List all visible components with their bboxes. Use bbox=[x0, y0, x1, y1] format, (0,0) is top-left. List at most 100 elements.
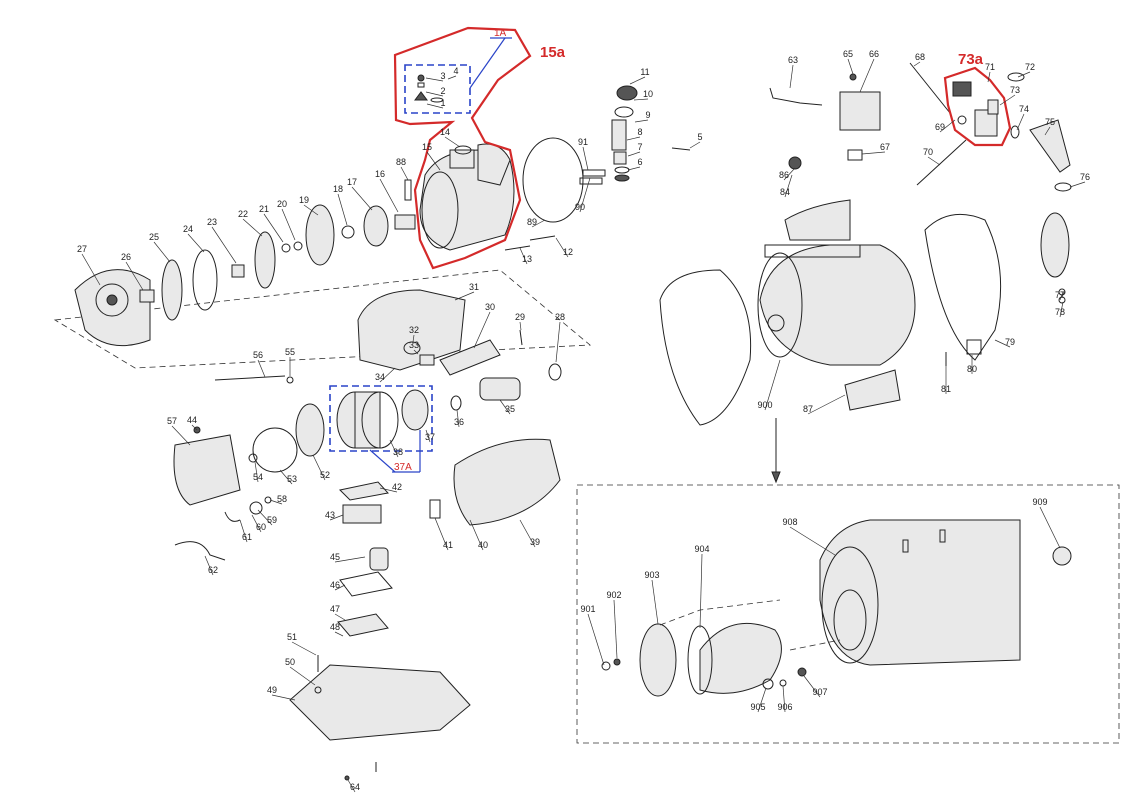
part-number: 17 bbox=[347, 177, 357, 187]
part-number: 906 bbox=[777, 702, 792, 712]
part-number: 68 bbox=[915, 52, 925, 62]
part-label: 61 bbox=[239, 519, 252, 543]
part-number: 55 bbox=[285, 347, 295, 357]
part-number: 79 bbox=[1005, 337, 1015, 347]
outline-15a bbox=[393, 26, 532, 270]
part-22 bbox=[254, 231, 276, 289]
part-49-base bbox=[289, 664, 471, 741]
part-66-pressure-switch bbox=[839, 91, 881, 131]
part-label: 23 bbox=[207, 217, 237, 264]
part-number: 91 bbox=[578, 137, 588, 147]
part-label: 84 bbox=[780, 174, 793, 198]
part-number: 37 bbox=[425, 432, 435, 442]
part-number: 26 bbox=[121, 252, 131, 262]
part-label: 64 bbox=[347, 779, 360, 793]
part-label: 8 bbox=[626, 127, 643, 141]
part-number: 47 bbox=[330, 604, 340, 614]
part-label: 70 bbox=[923, 147, 941, 166]
part-label: 40 bbox=[469, 519, 488, 551]
part-number: 10 bbox=[643, 89, 653, 99]
part-number: 41 bbox=[443, 540, 453, 550]
motor-assembly bbox=[173, 289, 562, 781]
part-label: 903 bbox=[644, 570, 660, 625]
part-label: 47 bbox=[330, 604, 346, 621]
part-number: 50 bbox=[285, 657, 295, 667]
part-number: 40 bbox=[478, 540, 488, 550]
part-number: 901 bbox=[580, 604, 595, 614]
part-number: 86 bbox=[779, 170, 789, 180]
part-label: 69 bbox=[935, 119, 956, 133]
highlight-outlines bbox=[329, 26, 1012, 473]
part-number: 23 bbox=[207, 217, 217, 227]
part-label: 43 bbox=[325, 510, 344, 521]
part-label: 46 bbox=[330, 580, 346, 591]
part-number: 58 bbox=[277, 494, 287, 504]
part-label: 22 bbox=[238, 209, 263, 237]
part-label: 90 bbox=[575, 177, 591, 213]
part-number: 74 bbox=[1019, 104, 1029, 114]
part-number: 89 bbox=[527, 217, 537, 227]
part-number: 48 bbox=[330, 622, 340, 632]
part-label: 79 bbox=[994, 337, 1015, 348]
part-number: 49 bbox=[267, 685, 277, 695]
part-number: 6 bbox=[637, 157, 642, 167]
part-label: 68 bbox=[913, 52, 925, 67]
part-number: 44 bbox=[187, 415, 197, 425]
part-number: 14 bbox=[440, 127, 450, 137]
part-15-pump-housing bbox=[419, 143, 515, 251]
part-number: 45 bbox=[330, 552, 340, 562]
part-number: 909 bbox=[1032, 497, 1047, 507]
pump-assembly bbox=[53, 74, 691, 369]
part-label: 31 bbox=[454, 282, 479, 301]
part-53-fan bbox=[252, 427, 298, 473]
part-label: 909 bbox=[1032, 497, 1061, 549]
part-label: 28 bbox=[555, 312, 565, 363]
tank-assembly bbox=[576, 62, 1120, 744]
part-number: 21 bbox=[259, 204, 269, 214]
part-number: 72 bbox=[1025, 62, 1035, 72]
priming-plug-stack bbox=[611, 85, 638, 182]
callout-37A: 37A bbox=[394, 462, 412, 473]
part-43-terminal-box bbox=[342, 504, 382, 524]
part-label: 12 bbox=[555, 237, 573, 258]
part-label: 24 bbox=[183, 224, 205, 253]
part-number: 77 bbox=[1055, 290, 1065, 300]
part-label: 908 bbox=[782, 517, 836, 556]
part-number: 35 bbox=[505, 404, 515, 414]
part-label: 907 bbox=[803, 675, 828, 698]
part-number: 88 bbox=[396, 157, 406, 167]
part-number: 53 bbox=[287, 474, 297, 484]
part-label: 66 bbox=[859, 49, 879, 93]
part-number: 907 bbox=[812, 687, 827, 697]
part-number: 16 bbox=[375, 169, 385, 179]
part-label: 76 bbox=[1069, 172, 1090, 188]
part-number: 25 bbox=[149, 232, 159, 242]
part-number: 9 bbox=[645, 110, 650, 120]
part-73a-fitting bbox=[952, 81, 999, 137]
part-label: 20 bbox=[277, 199, 296, 241]
part-number: 28 bbox=[555, 312, 565, 322]
outline-1A bbox=[404, 64, 471, 114]
part-number: 59 bbox=[267, 515, 277, 525]
part-label: 74 bbox=[1016, 104, 1029, 131]
part-number: 24 bbox=[183, 224, 193, 234]
part-number: 73 bbox=[1010, 85, 1020, 95]
part-35-capacitor bbox=[479, 377, 521, 401]
part-label: 16 bbox=[375, 169, 399, 213]
part-label: 37 bbox=[425, 429, 435, 443]
part-label: 49 bbox=[267, 685, 296, 701]
callout-73a: 73a bbox=[958, 51, 984, 68]
part-1A-check-valve bbox=[414, 74, 444, 103]
part-label: 35 bbox=[499, 399, 515, 415]
part-label: 81 bbox=[941, 366, 951, 394]
part-label: 904 bbox=[694, 544, 710, 629]
part-number: 69 bbox=[935, 122, 945, 132]
part-number: 903 bbox=[644, 570, 659, 580]
part-89-clamp bbox=[522, 137, 584, 223]
part-39-cover bbox=[453, 438, 561, 526]
part-label: 34 bbox=[375, 367, 396, 383]
part-label: 44 bbox=[187, 415, 198, 431]
part-19-diffuser bbox=[305, 204, 335, 266]
